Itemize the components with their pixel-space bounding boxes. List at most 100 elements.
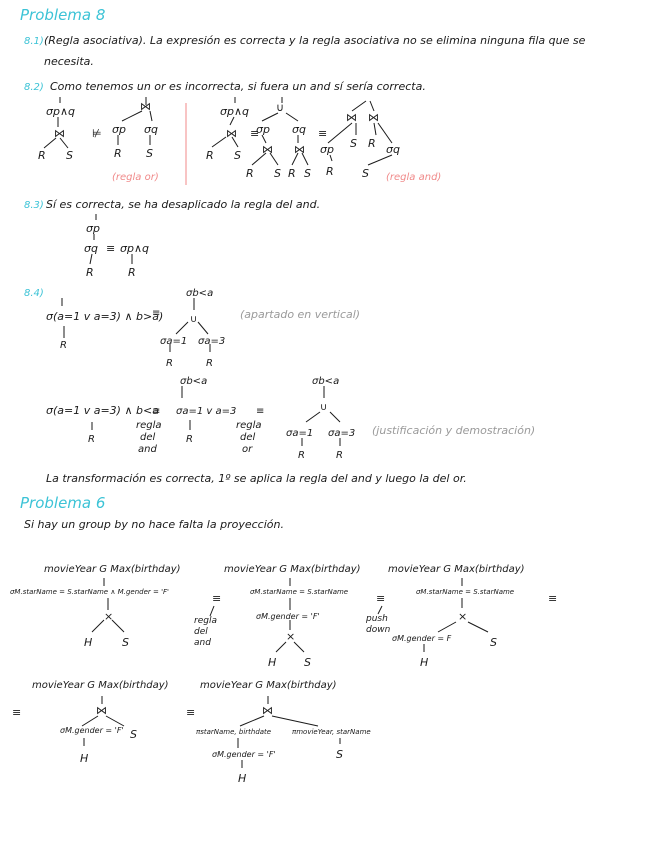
- svg-text:σp∧q: σp∧q: [46, 105, 75, 118]
- svg-text:R: R: [298, 450, 305, 461]
- tree-diagram-8-2: σp∧q ⋈ R S ⊭ ⋈ σp σq R S σp∧q ⋈ R S ≡ ∪ …: [0, 95, 656, 190]
- svg-text:H: H: [238, 772, 246, 785]
- svg-text:⋈: ⋈: [294, 143, 305, 156]
- svg-text:R: R: [246, 167, 254, 180]
- svg-text:≡: ≡: [186, 706, 195, 719]
- svg-text:R: R: [60, 340, 67, 351]
- svg-text:⋈: ⋈: [346, 111, 357, 124]
- svg-text:×: ×: [286, 630, 295, 643]
- svg-text:⋈: ⋈: [96, 704, 107, 717]
- svg-text:H: H: [420, 656, 428, 669]
- item-text: Como tenemos un or es incorrecta, si fue…: [50, 80, 426, 93]
- svg-text:≡: ≡: [106, 242, 115, 255]
- svg-text:S: S: [336, 748, 343, 761]
- svg-text:R: R: [336, 450, 343, 461]
- svg-text:×: ×: [458, 610, 467, 623]
- svg-text:∪: ∪: [320, 402, 327, 413]
- svg-text:H: H: [84, 636, 92, 649]
- svg-text:⋈: ⋈: [368, 111, 379, 124]
- svg-text:R: R: [114, 147, 122, 160]
- note-line: regla: [194, 616, 217, 627]
- conclusion-text: La transformación es correcta, 1º se apl…: [46, 472, 467, 485]
- svg-text:≡: ≡: [152, 308, 160, 319]
- tree-diagram-p6-row2: ≡ ⋈ S H ≡ ⋈ S H: [0, 686, 656, 796]
- svg-text:σa=1: σa=1: [160, 336, 187, 347]
- svg-text:S: S: [122, 636, 129, 649]
- svg-text:H: H: [80, 752, 88, 765]
- svg-text:⋈: ⋈: [262, 143, 273, 156]
- svg-text:σb<a: σb<a: [312, 376, 339, 387]
- svg-text:R: R: [206, 149, 214, 162]
- problema6-title: Problema 6: [20, 494, 105, 512]
- note-line: push: [366, 614, 390, 625]
- svg-text:S: S: [304, 167, 311, 180]
- svg-text:≡: ≡: [548, 592, 557, 605]
- svg-text:⊭: ⊭: [92, 127, 102, 140]
- svg-text:σq: σq: [386, 143, 400, 156]
- item-number: 8.2): [24, 82, 44, 93]
- svg-text:∪: ∪: [276, 101, 284, 114]
- svg-text:≡: ≡: [318, 127, 327, 140]
- svg-text:σq: σq: [292, 123, 306, 136]
- svg-text:σa=3: σa=3: [198, 336, 225, 347]
- svg-text:≡: ≡: [152, 406, 160, 417]
- svg-text:σa=1 v a=3: σa=1 v a=3: [176, 406, 236, 417]
- svg-text:S: S: [490, 636, 497, 649]
- problema8-title: Problema 8: [20, 6, 105, 24]
- svg-text:R: R: [128, 266, 136, 279]
- svg-text:σp∧q: σp∧q: [220, 105, 249, 118]
- svg-text:∪: ∪: [190, 314, 197, 325]
- svg-text:S: S: [130, 728, 137, 741]
- note-line: down: [366, 625, 390, 636]
- intro-text: Si hay un group by no hace falta la proy…: [24, 518, 284, 531]
- svg-text:S: S: [274, 167, 281, 180]
- svg-text:≡: ≡: [212, 592, 221, 605]
- tree-diagram-8-4b: σb<a ≡ σa=1 v a=3 ≡ σb<a ∪ σa=1 σa=3 R R…: [40, 370, 400, 470]
- svg-text:S: S: [350, 137, 357, 150]
- note-push-down: push down: [366, 614, 390, 636]
- note-apartado: (apartado en vertical): [240, 308, 360, 321]
- note-line: del: [194, 627, 217, 638]
- svg-text:≡: ≡: [376, 592, 385, 605]
- note-regla-del-and: regla del and: [194, 616, 217, 649]
- svg-text:S: S: [66, 149, 73, 162]
- note-regla-and: (regla and): [386, 172, 441, 183]
- svg-text:S: S: [146, 147, 153, 160]
- svg-text:R: R: [288, 167, 296, 180]
- item-number: 8.3): [24, 200, 44, 211]
- svg-text:σp: σp: [320, 143, 334, 156]
- svg-text:σb<a: σb<a: [180, 376, 207, 387]
- svg-text:σa=1: σa=1: [286, 428, 313, 439]
- svg-text:σb<a: σb<a: [186, 288, 213, 299]
- svg-text:R: R: [86, 266, 94, 279]
- svg-text:⋈: ⋈: [262, 704, 273, 717]
- svg-text:or: or: [242, 444, 253, 455]
- svg-text:R: R: [206, 358, 213, 369]
- svg-text:σq: σq: [144, 123, 158, 136]
- tree-diagram-8-3: σp σq ≡ σp∧q R R: [70, 212, 190, 280]
- item-text: (Regla asociativa). La expresión es corr…: [44, 34, 585, 47]
- item-number: 8.1): [24, 36, 44, 47]
- svg-text:and: and: [138, 444, 157, 455]
- svg-text:S: S: [304, 656, 311, 669]
- svg-text:H: H: [268, 656, 276, 669]
- svg-text:⋈: ⋈: [54, 127, 65, 140]
- tree-diagram-p6-row1: × H S ≡ × H S ≡ × S H ≡: [0, 570, 656, 680]
- svg-text:R: R: [186, 434, 193, 445]
- note-justificacion: (justificación y demostración): [372, 424, 535, 437]
- note-regla-or: (regla or): [112, 172, 159, 183]
- svg-text:S: S: [362, 167, 369, 180]
- svg-text:R: R: [368, 137, 376, 150]
- svg-text:⋈: ⋈: [226, 127, 237, 140]
- svg-text:R: R: [88, 434, 95, 445]
- svg-text:del: del: [240, 432, 256, 443]
- svg-text:σq: σq: [84, 242, 98, 255]
- svg-text:R: R: [326, 165, 334, 178]
- svg-text:σa=3: σa=3: [328, 428, 355, 439]
- svg-text:σp: σp: [112, 123, 126, 136]
- svg-text:S: S: [234, 149, 241, 162]
- svg-text:σp∧q: σp∧q: [120, 242, 149, 255]
- item-text: necesita.: [44, 55, 94, 68]
- svg-text:R: R: [166, 358, 173, 369]
- svg-text:R: R: [38, 149, 46, 162]
